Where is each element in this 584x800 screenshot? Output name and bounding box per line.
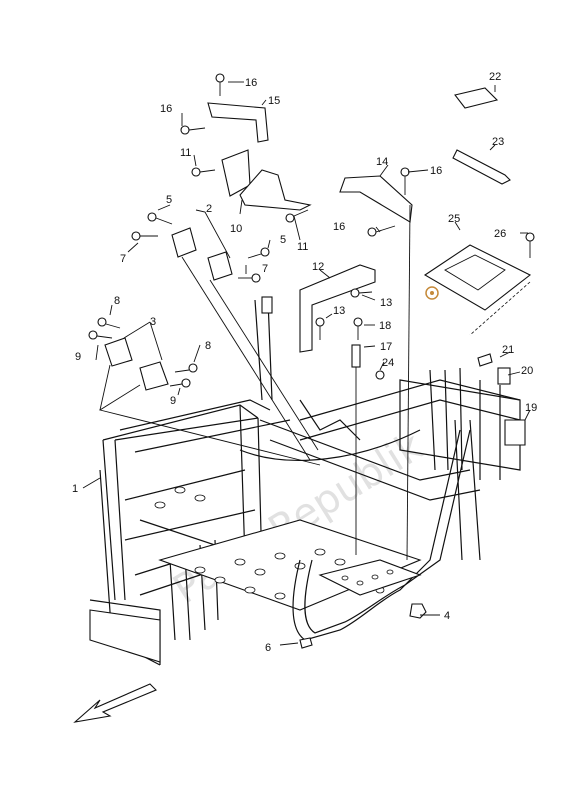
callout-20: 20	[521, 365, 533, 377]
callout-5b: 5	[280, 234, 286, 246]
main-frame	[89, 296, 521, 666]
callout-25: 25	[448, 213, 460, 225]
part-15-bracket	[207, 102, 269, 143]
callout-19: 19	[525, 402, 537, 414]
front-arrow-icon	[73, 683, 157, 723]
callout-12: 12	[312, 261, 324, 273]
part-25-plate	[423, 244, 532, 311]
part-14-bracket	[339, 175, 413, 223]
callout-15: 15	[268, 95, 280, 107]
callout-24: 24	[382, 357, 394, 369]
callout-26: 26	[494, 228, 506, 240]
callout-8a: 8	[114, 295, 120, 307]
callout-8b: 8	[205, 340, 211, 352]
floor-holes	[154, 486, 405, 600]
callout-17: 17	[380, 341, 392, 353]
callout-16c: 16	[430, 165, 442, 177]
part-3-mount	[104, 337, 169, 391]
callout-16b: 16	[160, 103, 172, 115]
part-2-mount	[171, 227, 233, 281]
callout-1: 1	[72, 483, 78, 495]
part-10-bracket	[221, 149, 312, 211]
callout-21: 21	[502, 344, 514, 356]
callout-11a: 11	[180, 147, 191, 159]
part-23-rod	[452, 149, 511, 185]
part-17-bracket	[351, 344, 361, 368]
callout-18: 18	[379, 320, 391, 332]
bolt-icons	[88, 73, 535, 649]
callout-5a: 5	[166, 194, 172, 206]
part-20-21-19	[477, 353, 526, 446]
callout-labels: 1 2 3 4 5 5 6 7 7 8 8 9 9 10 11 11 12 13…	[72, 71, 537, 654]
callout-16a: 16	[245, 77, 257, 89]
callout-16d: 16	[333, 221, 345, 233]
gear-icon	[425, 286, 439, 300]
callout-13b: 13	[333, 305, 345, 317]
callout-22: 22	[489, 71, 501, 83]
callout-2: 2	[206, 203, 212, 215]
callout-10: 10	[230, 223, 242, 235]
part-22-clip	[454, 87, 499, 109]
callout-7a: 7	[120, 253, 126, 265]
callout-13a: 13	[380, 297, 392, 309]
callout-7b: 7	[262, 263, 268, 275]
callout-9b: 9	[170, 395, 176, 407]
callout-4: 4	[444, 610, 450, 622]
callout-14: 14	[376, 156, 388, 168]
callout-23: 23	[492, 136, 504, 148]
part-12-guard	[299, 264, 376, 353]
callout-11b: 11	[297, 241, 308, 253]
callout-6: 6	[265, 642, 271, 654]
callout-9a: 9	[75, 351, 81, 363]
leader-lines	[82, 81, 531, 646]
callout-3: 3	[150, 316, 156, 328]
